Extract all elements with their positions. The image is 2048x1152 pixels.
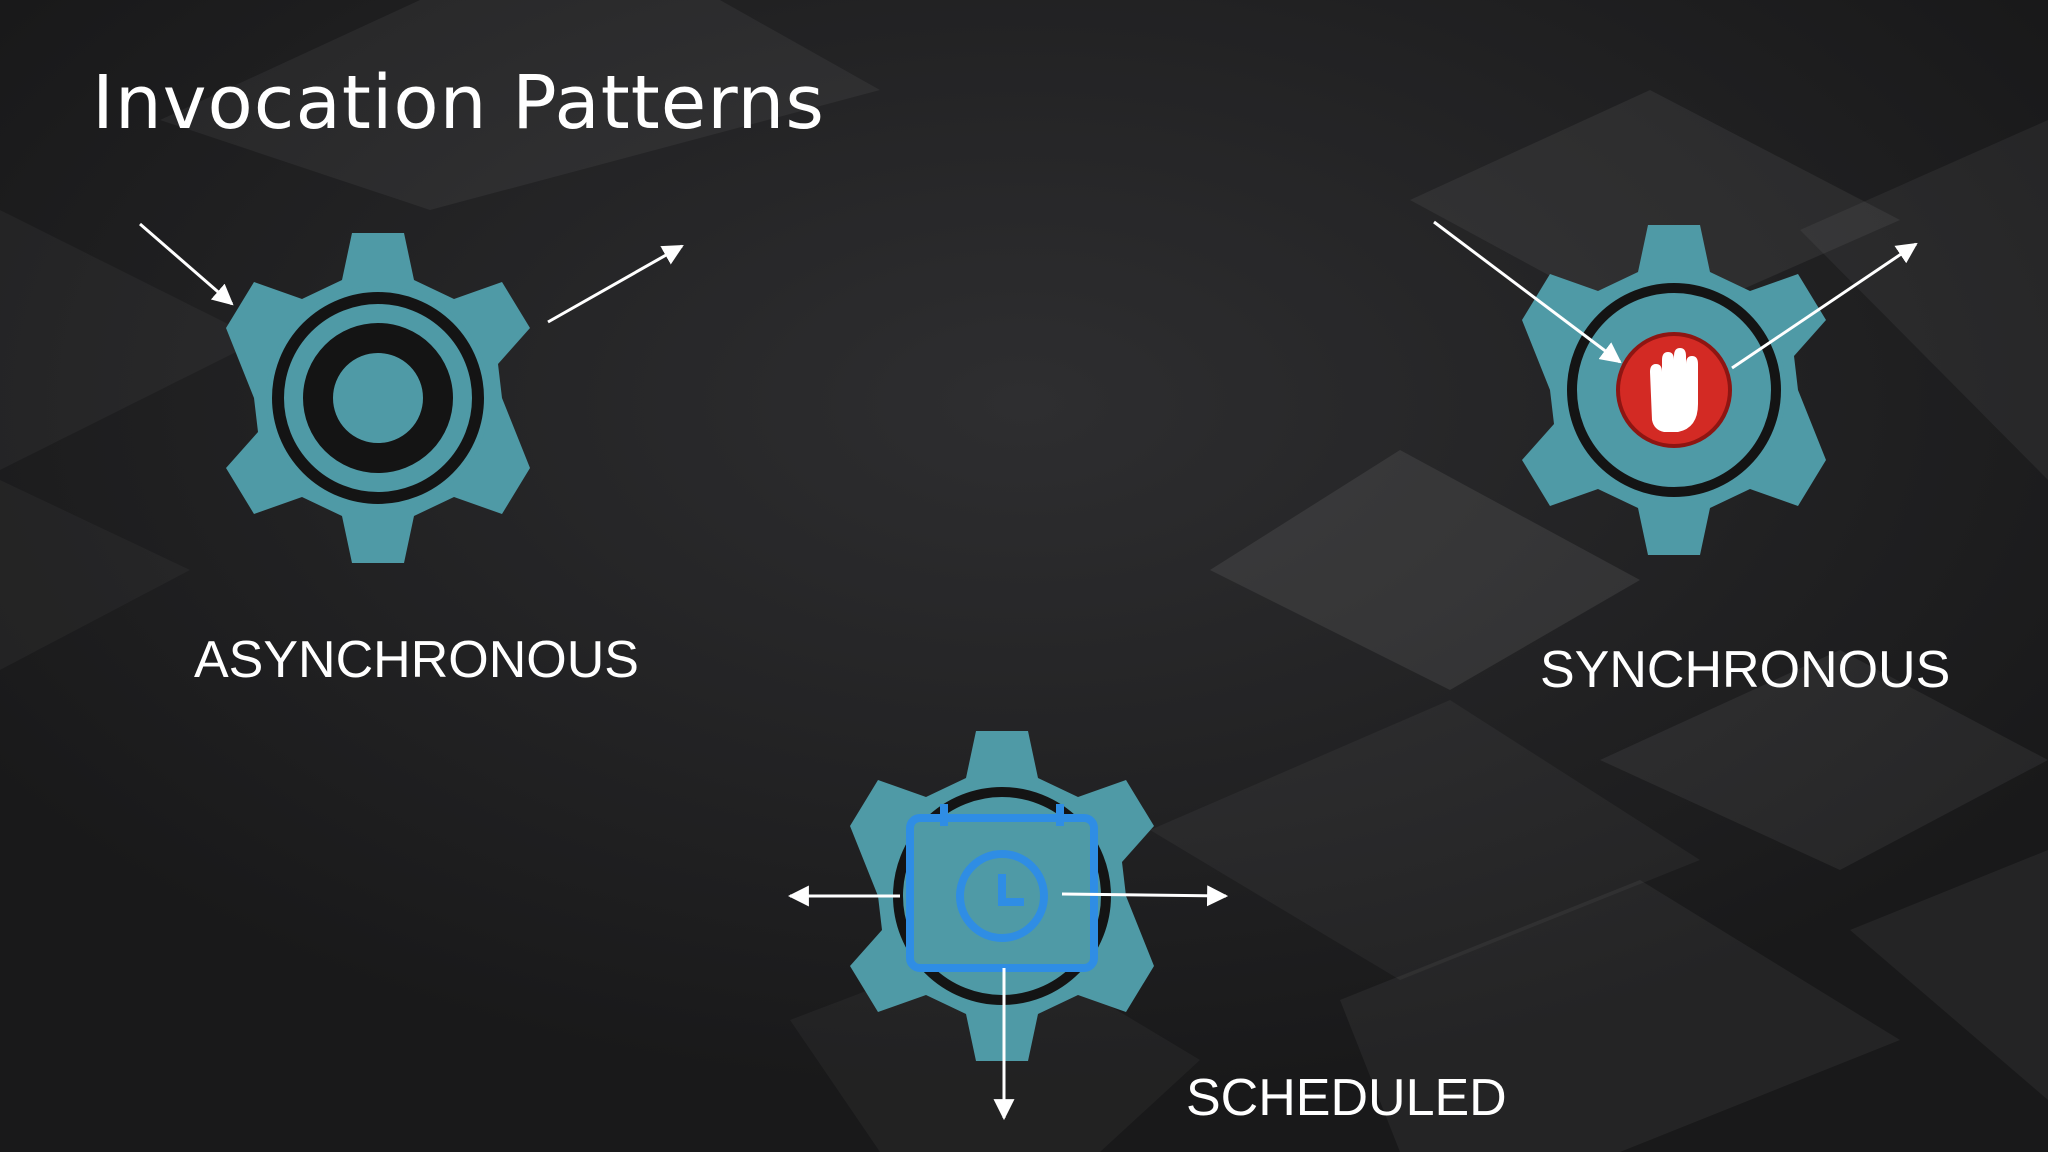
synchronous-label: SYNCHRONOUS [1540,641,1951,699]
gear-calendar-clock-icon [850,731,1154,1061]
scheduled-label: SCHEDULED [1186,1069,1507,1127]
stop-hand-icon [1616,332,1732,448]
calendar-clock-icon [906,804,1098,972]
async-input-arrow [139,222,234,306]
asynchronous-label: ASYNCHRONOUS [194,631,639,689]
sync-input-arrow [1433,220,1622,364]
slide-title: Invocation Patterns [92,60,825,146]
sync-output-arrow [1731,242,1918,370]
scheduled-right-arrow [1061,885,1229,907]
async-output-arrow [547,244,684,324]
gear-icon [226,233,530,563]
gear-stop-hand-icon [1522,225,1826,555]
